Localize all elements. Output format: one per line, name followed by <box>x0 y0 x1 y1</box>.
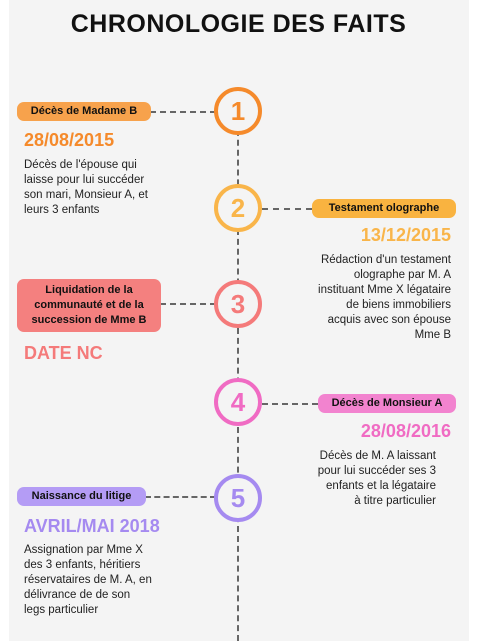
step-marker-4: 4 <box>214 378 262 426</box>
event-label-3: Liquidation de la communauté et de la su… <box>17 279 161 332</box>
page-title: CHRONOLOGIE DES FAITS <box>70 10 407 38</box>
event-label-1: Décès de Madame B <box>17 102 151 121</box>
event-label-5: Naissance du litige <box>17 487 146 506</box>
connector-line-1 <box>150 111 216 113</box>
connector-line-5 <box>145 496 216 498</box>
step-marker-2: 2 <box>214 184 262 232</box>
event-description-4: Décès de M. A laissant pour lui succéder… <box>317 450 436 507</box>
step-marker-5: 5 <box>214 474 262 522</box>
step-marker-1: 1 <box>214 87 262 135</box>
event-date-5: AVRIL/MAI 2018 <box>24 516 160 536</box>
connector-line-4 <box>262 403 318 405</box>
event-date-2: 13/12/2015 <box>360 225 451 245</box>
event-description-2: Rédaction d'un testament olographe par M… <box>318 254 451 341</box>
event-description-5: Assignation par Mme X des 3 enfants, hér… <box>24 544 152 616</box>
step-marker-3: 3 <box>214 280 262 328</box>
event-date-1: 28/08/2015 <box>24 130 115 150</box>
event-date-4: 28/08/2016 <box>360 421 451 441</box>
connector-line-2 <box>262 208 312 210</box>
event-description-1: Décès de l'épouse qui laisse pour lui su… <box>24 159 148 216</box>
event-label-4: Décès de Monsieur A <box>318 394 456 413</box>
connector-line-3 <box>160 303 216 305</box>
event-date-3: DATE NC <box>24 343 103 363</box>
event-label-2: Testament olographe <box>312 199 456 218</box>
